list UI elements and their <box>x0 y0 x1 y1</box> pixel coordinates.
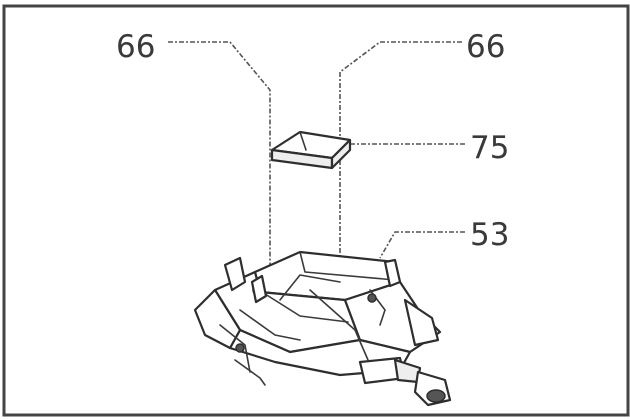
callout-label-75: 75 <box>470 130 509 166</box>
leader-line-left-66 <box>168 41 271 285</box>
diagram-frame <box>2 4 630 417</box>
leader-line-right-66 <box>339 41 462 258</box>
cover-part-75 <box>270 130 352 170</box>
callout-label-53: 53 <box>470 217 509 253</box>
leader-line-53 <box>379 231 465 259</box>
callout-label-left-66: 66 <box>116 29 155 65</box>
callout-label-right-66: 66 <box>466 29 505 65</box>
base-assembly-53 <box>193 250 452 407</box>
